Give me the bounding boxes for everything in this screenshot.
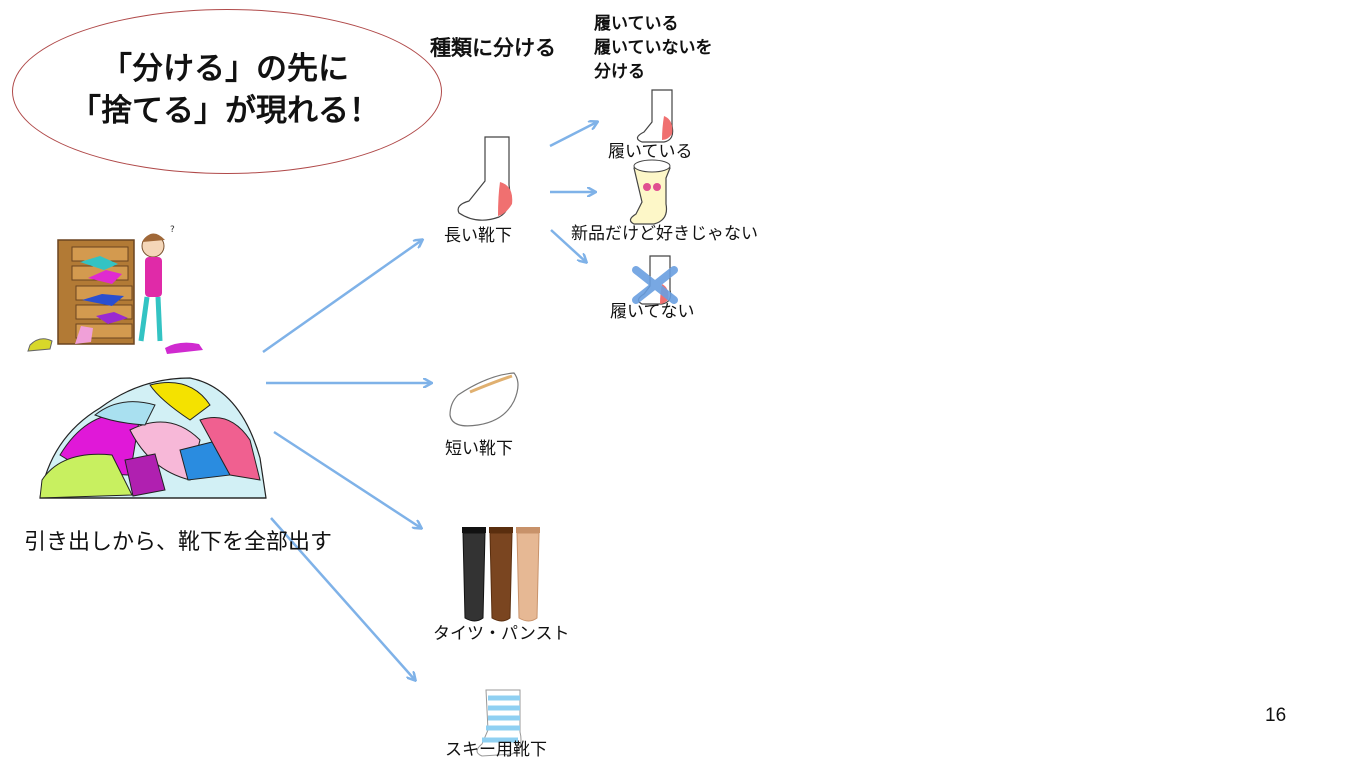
label-ski-sock: スキー用靴下 bbox=[445, 740, 547, 760]
label-tights: タイツ・パンスト bbox=[433, 624, 570, 644]
callout-line-2: 「捨てる」が現れる！ bbox=[70, 93, 380, 129]
arrows bbox=[262, 122, 597, 680]
label-long-sock: 長い靴下 bbox=[444, 226, 512, 246]
short-sock-icon bbox=[449, 372, 519, 427]
heading-sort-by-type: 種類に分ける bbox=[430, 36, 556, 60]
tights-icon bbox=[462, 527, 540, 622]
callout-line-1: 「分ける」の先に bbox=[101, 51, 349, 87]
ski-sock-icon bbox=[476, 689, 522, 757]
heading-worn-line-2: 履いていないを bbox=[594, 38, 713, 58]
heading-worn: 履いている 履いていないを 分ける bbox=[594, 12, 713, 84]
page-number: 16 bbox=[1265, 705, 1287, 726]
arrow-to-tights bbox=[273, 430, 421, 528]
worn-sock-icon bbox=[636, 89, 674, 143]
arrow-to-ski-sock bbox=[270, 517, 415, 680]
new-disliked-sock-icon bbox=[629, 159, 671, 225]
arrow-to-not-worn bbox=[550, 229, 586, 262]
dresser-person-illustration: ? bbox=[27, 225, 203, 354]
long-sock-icon bbox=[457, 136, 513, 221]
arrow-to-long-sock bbox=[262, 240, 422, 354]
label-worn: 履いている bbox=[608, 142, 693, 162]
callout-ellipse bbox=[12, 9, 442, 174]
label-not-worn: 履いてない bbox=[610, 302, 695, 322]
svg-text:?: ? bbox=[170, 225, 175, 235]
label-new-disliked: 新品だけど好きじゃない bbox=[571, 224, 758, 244]
heading-worn-line-1: 履いている bbox=[594, 14, 679, 34]
arrow-to-worn bbox=[549, 122, 597, 148]
cross-mark-icon bbox=[632, 266, 678, 304]
label-short-sock: 短い靴下 bbox=[445, 439, 513, 459]
callout-text: 「分ける」の先に 「捨てる」が現れる！ bbox=[40, 48, 410, 132]
sock-pile-illustration bbox=[39, 377, 267, 499]
heading-worn-line-3: 分ける bbox=[594, 62, 645, 82]
caption-take-out-socks: 引き出しから、靴下を全部出す bbox=[24, 530, 333, 555]
